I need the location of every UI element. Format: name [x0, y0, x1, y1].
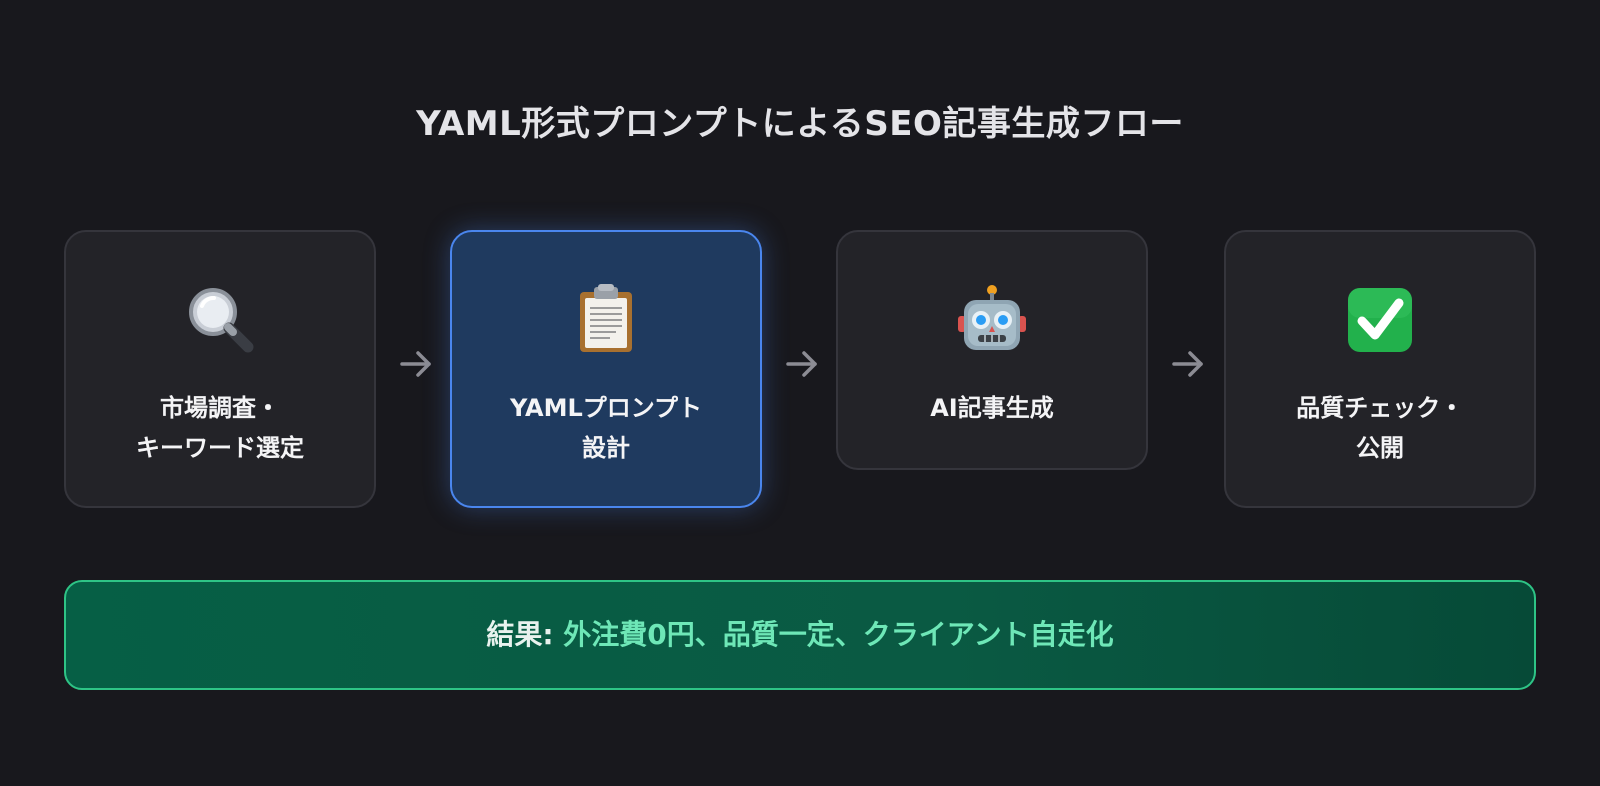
step-label-line1: 品質チェック・ [1296, 394, 1464, 422]
step-label: 品質チェック・ 公開 [1226, 388, 1534, 468]
step-label-line2: 公開 [1356, 434, 1404, 462]
arrow-right-icon [1168, 347, 1208, 381]
arrow-right-icon [396, 347, 436, 381]
magnifying-glass-icon [66, 284, 374, 356]
step-flow: 市場調査・ キーワード選定 [64, 230, 1536, 510]
step-label-line1: 市場調査・ [160, 394, 280, 422]
step-quality-check-publish: 品質チェック・ 公開 [1224, 230, 1536, 508]
result-value: 外注費0円、品質一定、クライアント自走化 [563, 618, 1114, 651]
step-label: 市場調査・ キーワード選定 [66, 388, 374, 468]
check-mark-icon [1226, 284, 1534, 356]
step-label-line1: YAMLプロンプト [509, 394, 703, 422]
step-label-line2: キーワード選定 [136, 434, 304, 462]
step-label-line1: AI記事生成 [930, 394, 1054, 422]
step-label: YAMLプロンプト 設計 [452, 388, 760, 468]
page-title: YAML形式プロンプトによるSEO記事生成フロー [416, 104, 1184, 144]
result-prefix: 結果: [486, 618, 554, 651]
step-yaml-prompt-design: YAMLプロンプト 設計 [450, 230, 762, 508]
step-label-line2: 設計 [582, 434, 630, 462]
result-banner: 結果: 外注費0円、品質一定、クライアント自走化 [64, 580, 1536, 690]
arrow-right-icon [782, 347, 822, 381]
clipboard-icon [452, 284, 760, 356]
step-label: AI記事生成 [838, 388, 1146, 428]
step-ai-article-generation: AI記事生成 [836, 230, 1148, 470]
step-market-research: 市場調査・ キーワード選定 [64, 230, 376, 508]
robot-icon [838, 284, 1146, 356]
